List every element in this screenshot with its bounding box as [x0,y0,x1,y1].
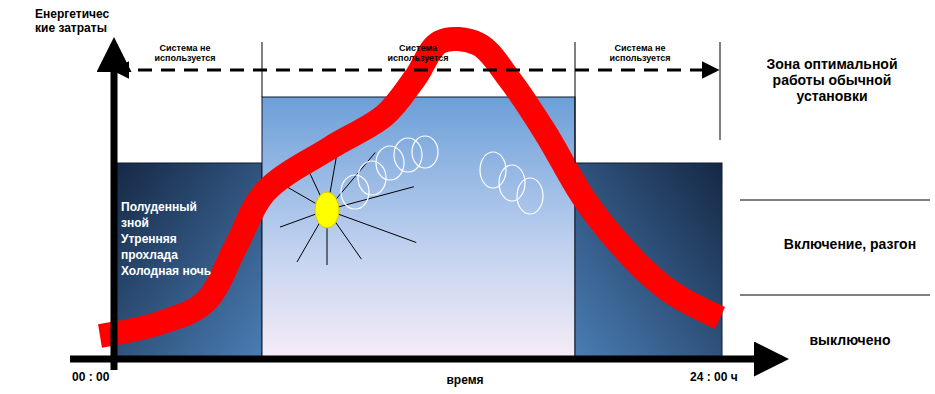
cloud-ring [480,152,506,188]
divider-line [262,42,263,97]
zone-divider [740,200,930,201]
cloud-ring [517,178,543,214]
condition-label: Полуденный зной [121,199,213,231]
condition-label: Холодная ночь [121,263,213,279]
day-band [262,97,575,358]
night-band-box: Полуденный знойУтренняя прохладаХолодная… [113,163,262,358]
divider-line [575,42,576,163]
usage-note: Система используется [376,43,460,64]
zone-label: выключено [770,332,930,348]
cloud-ring [376,146,404,180]
zone-label: Зона оптимальной работы обычной установк… [742,56,922,104]
cloud-ring [412,136,438,168]
sun-ray [327,210,416,242]
cloud-ring [394,138,422,172]
time-tick: 24 : 00 ч [690,371,780,385]
cloud-symbols [341,136,543,214]
usage-span-arrow [115,69,716,72]
zone-label: Включение, разгон [770,236,930,252]
usage-note: Система не используется [142,43,228,64]
axis-label: время [415,374,515,388]
y-axis [111,44,118,370]
zone-divider [740,295,930,296]
divider-line [720,42,721,140]
time-tick: 00 : 00 [72,371,142,385]
condition-label: Утренняя прохлада [121,231,213,263]
energy-curve [100,39,720,336]
cloud-ring [358,161,386,195]
sun-ray [327,187,414,210]
usage-note: Система не используется [597,43,683,64]
sun-disc [315,192,339,228]
axis-title: Енергетичес кие затраты [35,8,123,36]
x-axis [70,356,782,363]
